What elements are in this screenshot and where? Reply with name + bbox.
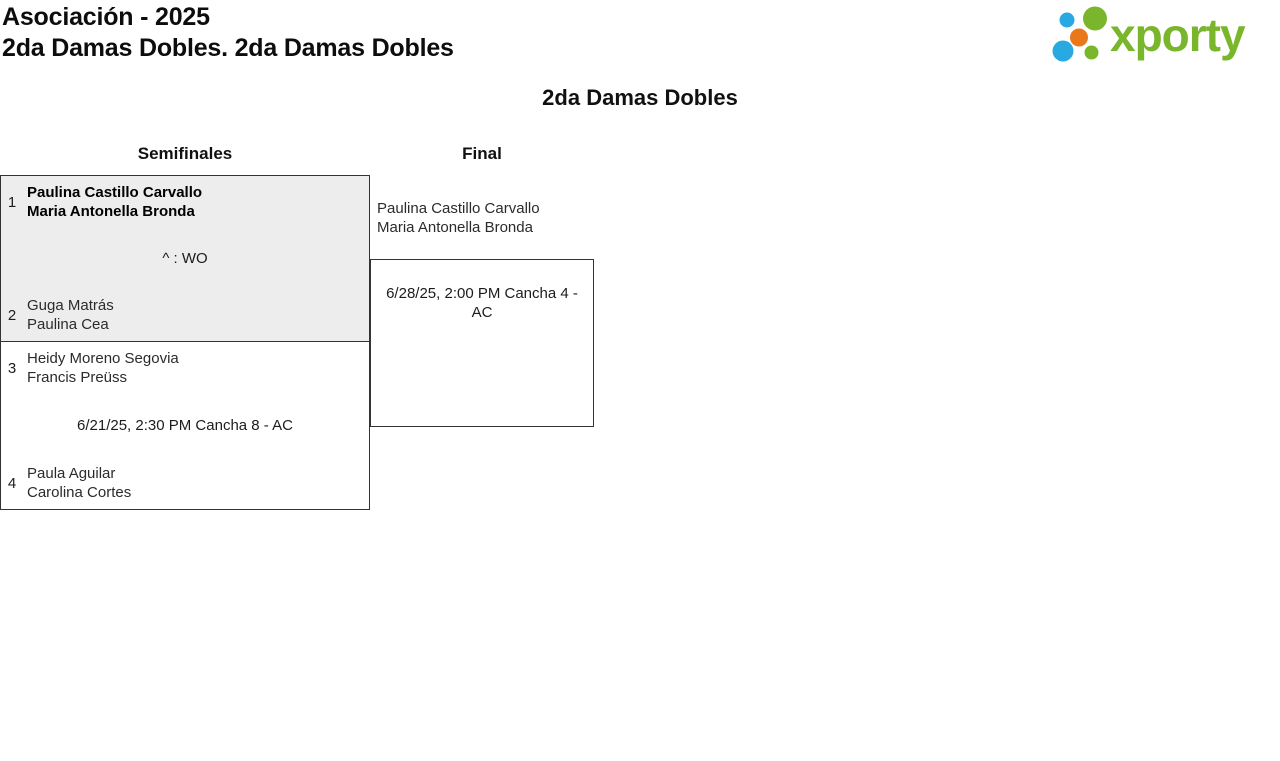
bracket-title: 2da Damas Dobles	[542, 85, 738, 110]
team-players: Paulina Castillo Carvallo Maria Antonell…	[23, 183, 202, 221]
team-seed: 1	[7, 193, 17, 211]
player-name: Paula Aguilar	[27, 465, 116, 482]
team-seed: 4	[7, 474, 17, 492]
round-label-semifinales: Semifinales	[137, 144, 233, 163]
player-name: Francis Preüss	[27, 369, 128, 386]
player-name: Maria Antonella Bronda	[27, 203, 195, 220]
team-seed: 2	[7, 306, 17, 324]
match-result: ^ : WO	[162, 250, 208, 267]
player-name: Maria Antonella Bronda	[377, 219, 533, 236]
player-name: Paulina Castillo Carvallo	[377, 200, 540, 217]
team-players: Paula Aguilar Carolina Cortes	[23, 464, 131, 502]
page-header: Asociación - 2025 2da Damas Dobles. 2da …	[2, 2, 454, 64]
team-row: 1 Paulina Castillo Carvallo Maria Antone…	[1, 183, 369, 221]
team-row: 4 Paula Aguilar Carolina Cortes	[1, 464, 369, 502]
team-seed: 3	[7, 359, 17, 377]
match-schedule: 6/21/25, 2:30 PM Cancha 8 - AC	[77, 417, 293, 434]
final-match-schedule: 6/28/25, 2:00 PM Cancha 4 - AC	[386, 285, 578, 321]
player-name: Heidy Moreno Segovia	[27, 350, 179, 367]
round-label-final: Final	[462, 144, 502, 163]
player-name: Paulina Castillo Carvallo	[27, 184, 203, 201]
player-name: Guga Matrás	[27, 297, 114, 314]
team-players: Guga Matrás Paulina Cea	[23, 296, 114, 334]
player-name: Paulina Cea	[27, 316, 109, 333]
category-title: 2da Damas Dobles. 2da Damas Dobles	[2, 34, 454, 62]
xporty-logo[interactable]: xporty	[1048, 3, 1280, 65]
final-advanced-team: Paulina Castillo Carvallo Maria Antonell…	[377, 199, 540, 237]
logo-wordmark: xporty	[1110, 9, 1246, 61]
team-row: 3 Heidy Moreno Segovia Francis Preüss	[1, 349, 369, 387]
team-row: 2 Guga Matrás Paulina Cea	[1, 296, 369, 334]
match-box-semifinal-1[interactable]: 1 Paulina Castillo Carvallo Maria Antone…	[0, 175, 370, 342]
player-name: Carolina Cortes	[27, 484, 132, 501]
match-box-final[interactable]: 6/28/25, 2:00 PM Cancha 4 - AC	[370, 259, 594, 427]
match-box-semifinal-2[interactable]: 3 Heidy Moreno Segovia Francis Preüss 6/…	[0, 342, 370, 510]
logo-dots-icon	[1052, 6, 1107, 62]
tournament-title: Asociación - 2025	[2, 3, 210, 31]
team-players: Heidy Moreno Segovia Francis Preüss	[23, 349, 179, 387]
